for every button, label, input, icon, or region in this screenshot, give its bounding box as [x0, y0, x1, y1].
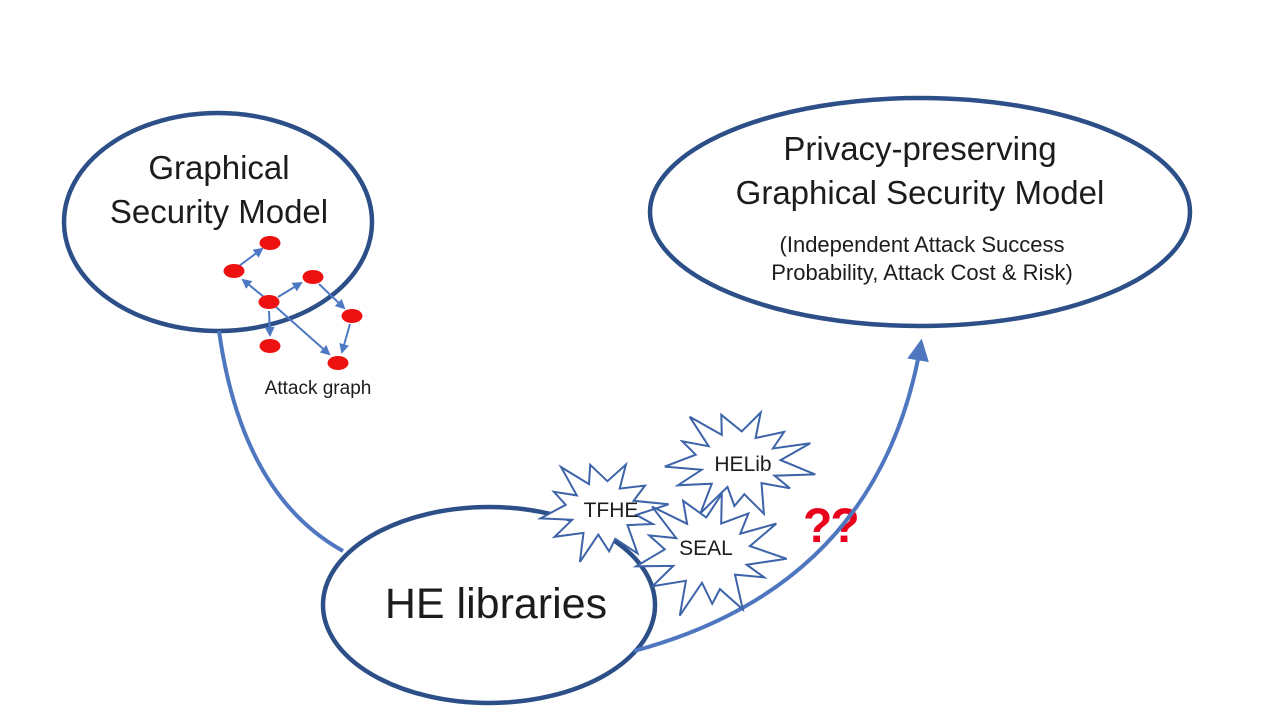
attack-graph-node [302, 270, 324, 284]
attack-graph-edge [318, 283, 346, 310]
ppgsm-title-line2: Graphical Security Model [735, 173, 1105, 211]
attack-graph-node [223, 264, 245, 278]
attack-graph-node [259, 339, 281, 353]
attack-graph-edge [277, 281, 303, 298]
attack-graph-node [259, 236, 281, 250]
ppgsm-subtitle: (Independent Attack Success Probability,… [708, 231, 1136, 287]
attack-graph-node [341, 309, 363, 323]
attack-graph-caption: Attack graph [264, 378, 372, 399]
question-marks: ?? [803, 500, 858, 553]
ppgsm-title: Privacy-preserving Graphical Security Mo… [660, 127, 1180, 214]
gsm-title-line1: Graphical [148, 149, 290, 186]
burst-tfhe-label: TFHE [583, 499, 639, 522]
burst-seal-label: SEAL [679, 537, 733, 560]
attack-graph-node [327, 356, 349, 370]
connector-gsm-to-he [217, 330, 344, 553]
he-libraries-ellipse [320, 504, 658, 706]
ppgsm-title-line1: Privacy-preserving [783, 130, 1057, 167]
attack-graph-edge [238, 247, 264, 267]
attack-graph-edge [275, 306, 331, 356]
attack-graph-edge [339, 323, 351, 354]
gsm-ellipse [61, 110, 375, 334]
attack-graph-node [258, 295, 280, 309]
gsm-title: Graphical Security Model [69, 146, 369, 233]
attack-graph-edge [264, 310, 275, 337]
ppgsm-subtitle-line2: Probability, Attack Cost & Risk) [771, 259, 1073, 285]
connector-he-to-ppgsm [633, 338, 929, 653]
gsm-title-line2: Security Model [109, 192, 329, 230]
attack-graph-nodes [223, 236, 363, 370]
he-libraries-label: HE libraries [384, 580, 608, 628]
ppgsm-ellipse [647, 95, 1193, 329]
ppgsm-subtitle-line1: (Independent Attack Success [779, 232, 1065, 257]
attack-graph-edge [241, 278, 265, 298]
burst-helib-label: HELib [714, 453, 772, 476]
burst-seal [632, 490, 788, 617]
burst-helib [664, 409, 816, 517]
burst-tfhe [536, 461, 669, 563]
attack-graph-edges [238, 247, 351, 356]
